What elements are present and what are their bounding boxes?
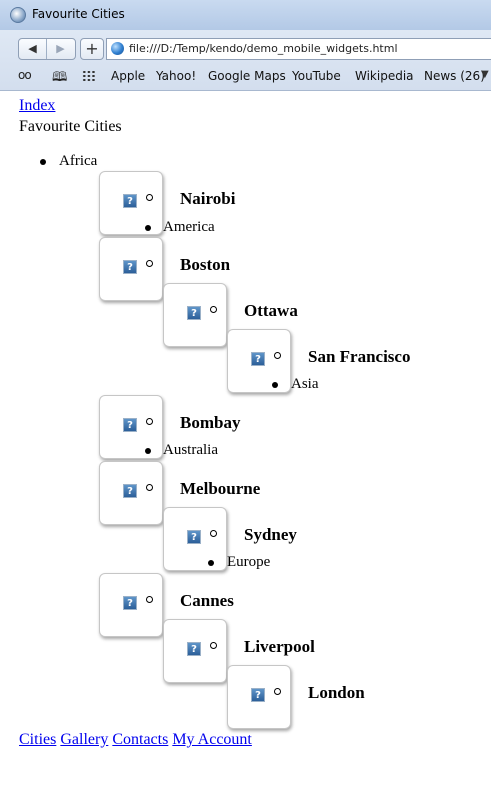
broken-image-icon: ? — [187, 306, 201, 320]
bookmark-youtube[interactable]: YouTube — [292, 69, 341, 83]
city-tile-san-francisco[interactable]: ? — [227, 329, 291, 393]
city-name-ottawa[interactable]: Ottawa — [244, 301, 298, 320]
list-circle — [274, 688, 281, 695]
broken-image-icon: ? — [251, 352, 265, 366]
footer-link-my-account[interactable]: My Account — [172, 731, 252, 748]
region-europe: Europe — [227, 554, 271, 570]
city-name-cannes[interactable]: Cannes — [180, 591, 234, 610]
broken-image-icon: ? — [187, 530, 201, 544]
footer-link-cities[interactable]: Cities — [19, 731, 57, 748]
window-titlebar: Favourite Cities — [0, 0, 491, 30]
browser-app-icon — [10, 7, 26, 23]
globe-icon — [111, 42, 124, 55]
footer-link-contacts[interactable]: Contacts — [112, 731, 169, 748]
list-bullet — [40, 159, 46, 165]
list-circle — [274, 352, 281, 359]
bookmarks-overflow-icon[interactable]: ▼ — [481, 69, 489, 80]
index-link[interactable]: Index — [19, 97, 56, 114]
list-circle — [146, 260, 153, 267]
page-content: Index Favourite Cities Africa ? Nairobi … — [0, 91, 491, 811]
list-circle — [146, 418, 153, 425]
bookmarks-book-icon[interactable]: 🕮 — [52, 70, 68, 85]
city-tile-sydney[interactable]: ? — [163, 507, 227, 571]
city-tile-bombay[interactable]: ? — [99, 395, 163, 459]
list-circle — [146, 596, 153, 603]
broken-image-icon: ? — [123, 596, 137, 610]
page-title: Favourite Cities — [19, 118, 122, 135]
address-url[interactable]: file:///D:/Temp/kendo/demo_mobile_widget… — [129, 42, 398, 55]
city-tile-cannes[interactable]: ? — [99, 573, 163, 637]
city-name-san-francisco[interactable]: San Francisco — [308, 347, 411, 366]
city-name-boston[interactable]: Boston — [180, 255, 231, 274]
broken-image-icon: ? — [123, 194, 137, 208]
bookmark-apple[interactable]: Apple — [111, 69, 146, 83]
list-bullet — [145, 225, 151, 231]
city-name-london[interactable]: London — [308, 683, 365, 702]
region-africa: Africa — [59, 153, 98, 169]
address-bar[interactable]: file:///D:/Temp/kendo/demo_mobile_widget… — [106, 38, 491, 60]
city-tile-melbourne[interactable]: ? — [99, 461, 163, 525]
broken-image-icon: ? — [123, 484, 137, 498]
city-name-bombay[interactable]: Bombay — [180, 413, 241, 432]
window-title: Favourite Cities — [32, 7, 125, 21]
list-circle — [146, 484, 153, 491]
bookmark-google-maps[interactable]: Google Maps — [208, 69, 286, 83]
bookmarks-bar: oo 🕮 Apple Yahoo! Google Maps YouTube Wi… — [0, 64, 491, 88]
list-circle — [210, 642, 217, 649]
list-bullet — [272, 382, 278, 388]
broken-image-icon: ? — [123, 418, 137, 432]
region-america: America — [163, 219, 215, 235]
city-tile-london[interactable]: ? — [227, 665, 291, 729]
broken-image-icon: ? — [123, 260, 137, 274]
list-bullet — [208, 560, 214, 566]
list-circle — [146, 194, 153, 201]
top-sites-grid-icon[interactable] — [82, 70, 96, 82]
city-name-melbourne[interactable]: Melbourne — [180, 479, 261, 498]
region-australia: Australia — [163, 442, 218, 458]
bookmark-yahoo[interactable]: Yahoo! — [156, 69, 197, 83]
bookmark-news[interactable]: News (26) — [424, 69, 485, 83]
nav-button-group: ◀ ▶ — [18, 38, 76, 60]
broken-image-icon: ? — [251, 688, 265, 702]
list-bullet — [145, 448, 151, 454]
city-name-sydney[interactable]: Sydney — [244, 525, 297, 544]
city-tile-liverpool[interactable]: ? — [163, 619, 227, 683]
forward-button[interactable]: ▶ — [56, 42, 65, 55]
bookmark-wikipedia[interactable]: Wikipedia — [355, 69, 414, 83]
region-asia: Asia — [291, 376, 319, 392]
city-tile-nairobi[interactable]: ? — [99, 171, 163, 235]
footer-nav: Cities Gallery Contacts My Account — [19, 731, 252, 749]
list-circle — [210, 530, 217, 537]
city-name-nairobi[interactable]: Nairobi — [180, 189, 236, 208]
back-button[interactable]: ◀ — [19, 39, 47, 59]
add-bookmark-button[interactable]: + — [80, 38, 104, 60]
footer-link-gallery[interactable]: Gallery — [60, 731, 109, 748]
reading-list-icon[interactable]: oo — [18, 68, 32, 82]
city-name-liverpool[interactable]: Liverpool — [244, 637, 315, 656]
broken-image-icon: ? — [187, 642, 201, 656]
city-tile-boston[interactable]: ? — [99, 237, 163, 301]
browser-toolbar: ◀ ▶ + file:///D:/Temp/kendo/demo_mobile_… — [0, 30, 491, 91]
city-tile-ottawa[interactable]: ? — [163, 283, 227, 347]
list-circle — [210, 306, 217, 313]
